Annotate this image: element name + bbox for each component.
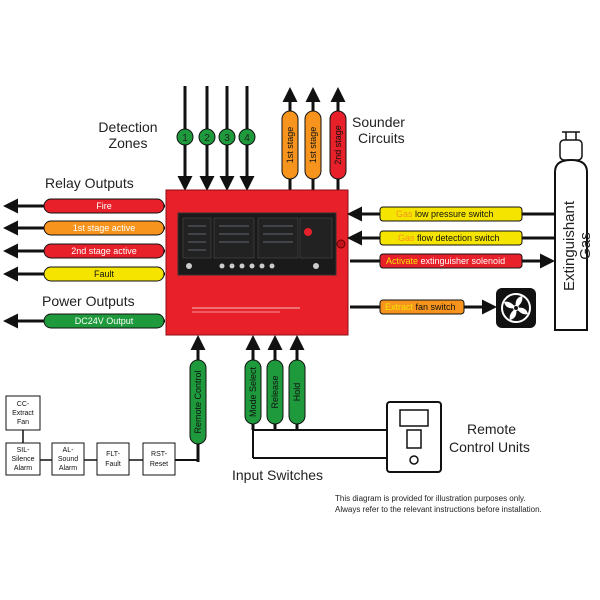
svg-text:Reset: Reset <box>150 461 168 468</box>
relay-fire: Fire <box>2 198 165 214</box>
relay-fault: Fault <box>2 266 165 282</box>
svg-text:RST-: RST- <box>151 451 168 458</box>
zone-4: 4 <box>238 86 256 191</box>
power-dc24v-label: DC24V Output <box>75 316 134 326</box>
zone-1: 1 <box>176 86 194 191</box>
extinguishant-label: Extinguishant <box>561 200 578 291</box>
zone-4-label: 4 <box>244 133 250 144</box>
input-switches-label: Input Switches <box>232 467 323 483</box>
activate-solenoid-label: Activate extinguisher solenoid <box>386 256 505 266</box>
power-outputs-label: Power Outputs <box>42 293 135 309</box>
input-hold-label: Hold <box>292 383 302 402</box>
input-release: Release <box>266 335 284 430</box>
extract-fan-switch-label: Extract fan switch <box>385 302 456 312</box>
relay-1st-stage-label: 1st stage active <box>73 223 136 233</box>
remote-control-switch-label: Remote Control <box>193 370 203 433</box>
sounder-circuits-label-1: Sounder <box>352 114 405 130</box>
remote-box-al: AL- Sound Alarm <box>51 442 85 476</box>
relay-1st-stage: 1st stage active <box>2 220 165 236</box>
svg-text:SIL-: SIL- <box>17 447 31 454</box>
input-mode-select-label: Mode Select <box>248 366 258 417</box>
zone-3-label: 3 <box>224 133 230 144</box>
svg-text:Fan: Fan <box>17 419 29 426</box>
disclaimer-line-1: This diagram is provided for illustratio… <box>335 494 526 503</box>
svg-text:Sound: Sound <box>58 456 78 463</box>
gas-low-pressure: Gas low pressure switch <box>347 206 555 222</box>
zone-3: 3 <box>218 86 236 191</box>
svg-text:Extract: Extract <box>12 410 34 417</box>
svg-text:CC-: CC- <box>17 401 30 408</box>
relay-fire-label: Fire <box>96 201 112 211</box>
remote-control-units-label-2: Control Units <box>449 439 530 455</box>
remote-control-units-label-1: Remote <box>467 421 516 437</box>
extract-fan-switch: Extract fan switch <box>350 299 497 315</box>
remote-control-unit-icon <box>386 401 442 473</box>
remote-box-sil: SIL- Silence Alarm <box>5 442 41 476</box>
svg-text:FLT-: FLT- <box>106 451 121 458</box>
sounder-2-label: 1st stage <box>308 127 318 164</box>
svg-text:Alarm: Alarm <box>59 465 77 472</box>
input-mode-select: Mode Select <box>244 335 262 430</box>
remote-control-switch: Remote Control <box>189 335 207 462</box>
relay-2nd-stage: 2nd stage active <box>2 243 165 259</box>
svg-text:AL-: AL- <box>63 447 75 454</box>
gas-low-pressure-label: Gas low pressure switch <box>396 209 494 219</box>
activate-solenoid: Activate extinguisher solenoid <box>350 253 555 269</box>
sounder-1-label: 1st stage <box>285 127 295 164</box>
sounder-circuits-label-2: Circuits <box>358 130 405 146</box>
svg-text:Silence: Silence <box>12 456 35 463</box>
gas-flow-detection-label: Gas flow detection switch <box>398 233 500 243</box>
detection-zones-label-1: Detection <box>98 119 157 135</box>
control-panel <box>165 189 349 336</box>
remote-box-cc: CC- Extract Fan <box>5 395 41 431</box>
sounder-2: 1st stage <box>304 87 322 190</box>
gas-flow-detection: Gas flow detection switch <box>347 230 555 246</box>
zone-1-label: 1 <box>182 133 188 144</box>
relay-2nd-stage-label: 2nd stage active <box>71 246 137 256</box>
sounder-3-label: 2nd stage <box>333 125 343 165</box>
svg-text:Fault: Fault <box>105 461 121 468</box>
zone-2: 2 <box>198 86 216 191</box>
svg-text:Alarm: Alarm <box>14 465 32 472</box>
sounder-1: 1st stage <box>281 87 299 190</box>
relay-fault-label: Fault <box>94 269 115 279</box>
fan-icon <box>496 288 536 328</box>
relay-outputs-label: Relay Outputs <box>45 175 134 191</box>
gas-cylinder-icon <box>554 131 588 331</box>
zone-2-label: 2 <box>204 133 210 144</box>
input-release-label: Release <box>270 375 280 408</box>
sounder-3: 2nd stage <box>329 87 347 190</box>
detection-zones-label-2: Zones <box>109 135 148 151</box>
gas-label: Gas <box>577 232 594 260</box>
remote-box-flt: FLT- Fault <box>96 442 130 476</box>
input-hold: Hold <box>288 335 306 430</box>
power-dc24v: DC24V Output <box>2 313 165 329</box>
remote-box-rst: RST- Reset <box>142 442 176 476</box>
disclaimer-line-2: Always refer to the relevant instruction… <box>335 505 542 514</box>
